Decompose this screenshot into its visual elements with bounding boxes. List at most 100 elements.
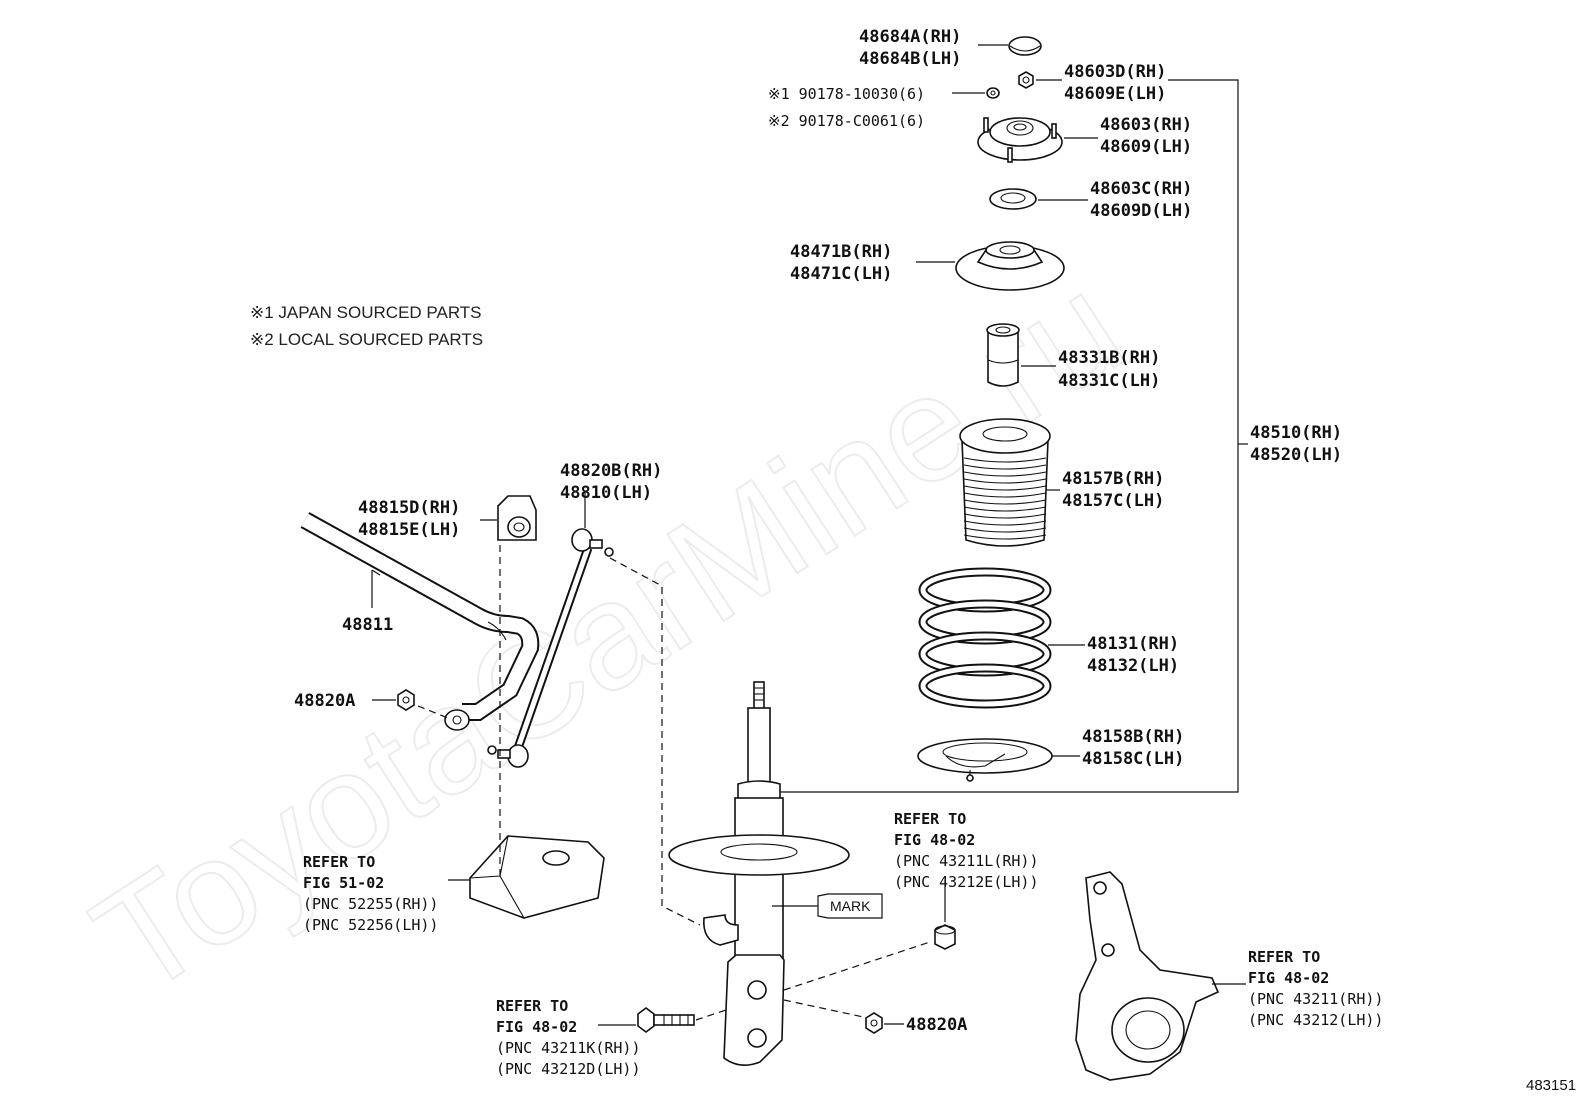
label-48471b: 48471B(RH) 48471C(LH) [790,242,892,284]
note-japan-sourced: ※1 JAPAN SOURCED PARTS [250,303,482,322]
label-48815d-lh: 48815E(LH) [358,520,460,540]
label-48815d-rh: 48815D(RH) [358,498,460,518]
boot-ridge [963,478,1047,484]
stabilizer-link-part [487,528,614,768]
label-48684a-rh: 48684A(RH) [859,27,961,47]
boot-ridge [963,527,1047,533]
link-nut-left-part [397,689,415,711]
label-90178-local: ※2 90178-C0061(6) [768,112,925,130]
label-48820a-bottom: 48820A [906,1015,967,1035]
reference-fig51: REFER TO FIG 51-02 (PNC 52255(RH)) (PNC … [303,853,438,934]
label-48684a-lh: 48684B(LH) [859,49,961,69]
label-48131-rh: 48131(RH) [1087,634,1179,654]
ref-fig48-knuckle-line2: FIG 48-02 [1248,969,1329,987]
spring-coil-inner [920,665,1050,707]
label-48603-lh: 48609(LH) [1100,137,1192,157]
ref-fig51-line3: (PNC 52255(RH)) [303,895,438,913]
mark-callout: MARK [817,893,883,919]
label-48820b-lh: 48810(LH) [560,483,652,503]
strut-bolt-part [637,1007,695,1033]
stabilizer-bar-part [300,512,540,731]
boot-ridge [963,520,1047,526]
guide-strut-bolt [783,941,931,991]
bump-stopper-part [986,323,1020,387]
label-48815d: 48815D(RH) 48815E(LH) [358,498,460,540]
label-48157b-lh: 48157C(LH) [1062,491,1164,511]
boot-ridge [963,492,1047,498]
label-48158b-lh: 48158C(LH) [1082,749,1184,769]
label-48603: 48603(RH) 48609(LH) [1100,115,1192,157]
label-48158b-rh: 48158B(RH) [1082,727,1184,747]
leader-48811-b [371,569,381,576]
label-48603d-rh: 48603D(RH) [1064,62,1166,82]
label-48157b: 48157B(RH) 48157C(LH) [1062,469,1164,511]
assembly-bracket-line [776,79,1239,793]
figure-number: 483151 [1526,1077,1576,1094]
ref-fig48-knuckle-line4: (PNC 43212(LH)) [1248,1011,1383,1029]
label-48158b: 48158B(RH) 48158C(LH) [1082,727,1184,769]
label-48603d-lh: 48609E(LH) [1064,84,1166,104]
ref-fig51-line2: FIG 51-02 [303,874,384,892]
stabilizer-bushing-part [497,495,537,541]
ref-fig48-bolt-line3: (PNC 43211K(RH)) [496,1039,641,1057]
guide-link-strut [609,557,701,926]
label-48820b: 48820B(RH) 48810(LH) [560,461,662,503]
ref-fig48-mid-line3: (PNC 43211L(RH)) [894,852,1039,870]
ref-fig48-mid-line4: (PNC 43212E(LH)) [894,873,1039,891]
strut-nut-mid-part [934,924,956,950]
ref-fig51-line1: REFER TO [303,853,375,871]
boot-ridge [963,499,1047,505]
ref-fig51-line4: (PNC 52256(LH)) [303,916,438,934]
mark-label: MARK [830,898,871,914]
ref-fig48-mid-line1: REFER TO [894,810,966,828]
ref-fig48-bolt-line1: REFER TO [496,997,568,1015]
boot-ridge [963,471,1047,477]
label-48811: 48811 [342,615,393,635]
label-48471b-lh: 48471C(LH) [790,264,892,284]
strut-nut-bottom-part [865,1012,883,1034]
label-48331b: 48331B(RH) 48331C(LH) [1058,348,1160,391]
ref-fig48-knuckle-line1: REFER TO [1248,948,1320,966]
note-local-sourced: ※2 LOCAL SOURCED PARTS [250,330,483,349]
label-48820b-rh: 48820B(RH) [560,461,662,481]
label-48603d: 48603D(RH) 48609E(LH) [1064,62,1166,104]
label-48603c-rh: 48603C(RH) [1090,179,1192,199]
ref-fig48-knuckle-line3: (PNC 43211(RH)) [1248,990,1383,1008]
dust-cap-part [1008,36,1042,56]
boot-ridge [963,485,1047,491]
lower-insulator-part [917,738,1053,782]
guide-bolt-strut [695,1009,727,1021]
boot-ridge [963,464,1047,470]
reference-fig48-bolt: REFER TO FIG 48-02 (PNC 43211K(RH)) (PNC… [496,997,641,1078]
shock-absorber-part [668,681,850,1066]
ref-fig48-bolt-line2: FIG 48-02 [496,1018,577,1036]
stabilizer-bracket-part [469,835,605,919]
label-48603c: 48603C(RH) 48609D(LH) [1090,179,1192,221]
label-48131-lh: 48132(LH) [1087,656,1179,676]
guide-strut-nut [783,999,869,1019]
boot-ridge [963,457,1047,463]
label-48331b-rh: 48331B(RH) [1058,348,1160,368]
bearing-part [989,188,1037,210]
label-48510-rh: 48510(RH) [1250,423,1342,443]
boot-ridge [963,506,1047,512]
label-48157b-rh: 48157B(RH) [1062,469,1164,489]
steering-knuckle-part [1075,871,1220,1081]
small-nut-part [986,87,1000,99]
ref-fig48-bolt-line4: (PNC 43212D(LH)) [496,1060,641,1078]
guide-nut-bar [417,705,449,719]
nut-48603d-part [1018,71,1034,89]
coil-spring-part [918,567,1052,709]
ref-fig48-mid-line2: FIG 48-02 [894,831,975,849]
label-48603-rh: 48603(RH) [1100,115,1192,135]
label-48820a-left: 48820A [294,691,355,711]
spring-seat-upper-part [955,241,1065,291]
label-48331b-lh: 48331C(LH) [1058,371,1160,391]
upper-support-part [977,117,1063,163]
label-48603c-lh: 48609D(LH) [1090,201,1192,221]
label-48684a: 48684A(RH) 48684B(LH) [859,27,961,69]
label-48471b-rh: 48471B(RH) [790,242,892,262]
reference-fig48-mid: REFER TO FIG 48-02 (PNC 43211L(RH)) (PNC… [894,810,1039,891]
